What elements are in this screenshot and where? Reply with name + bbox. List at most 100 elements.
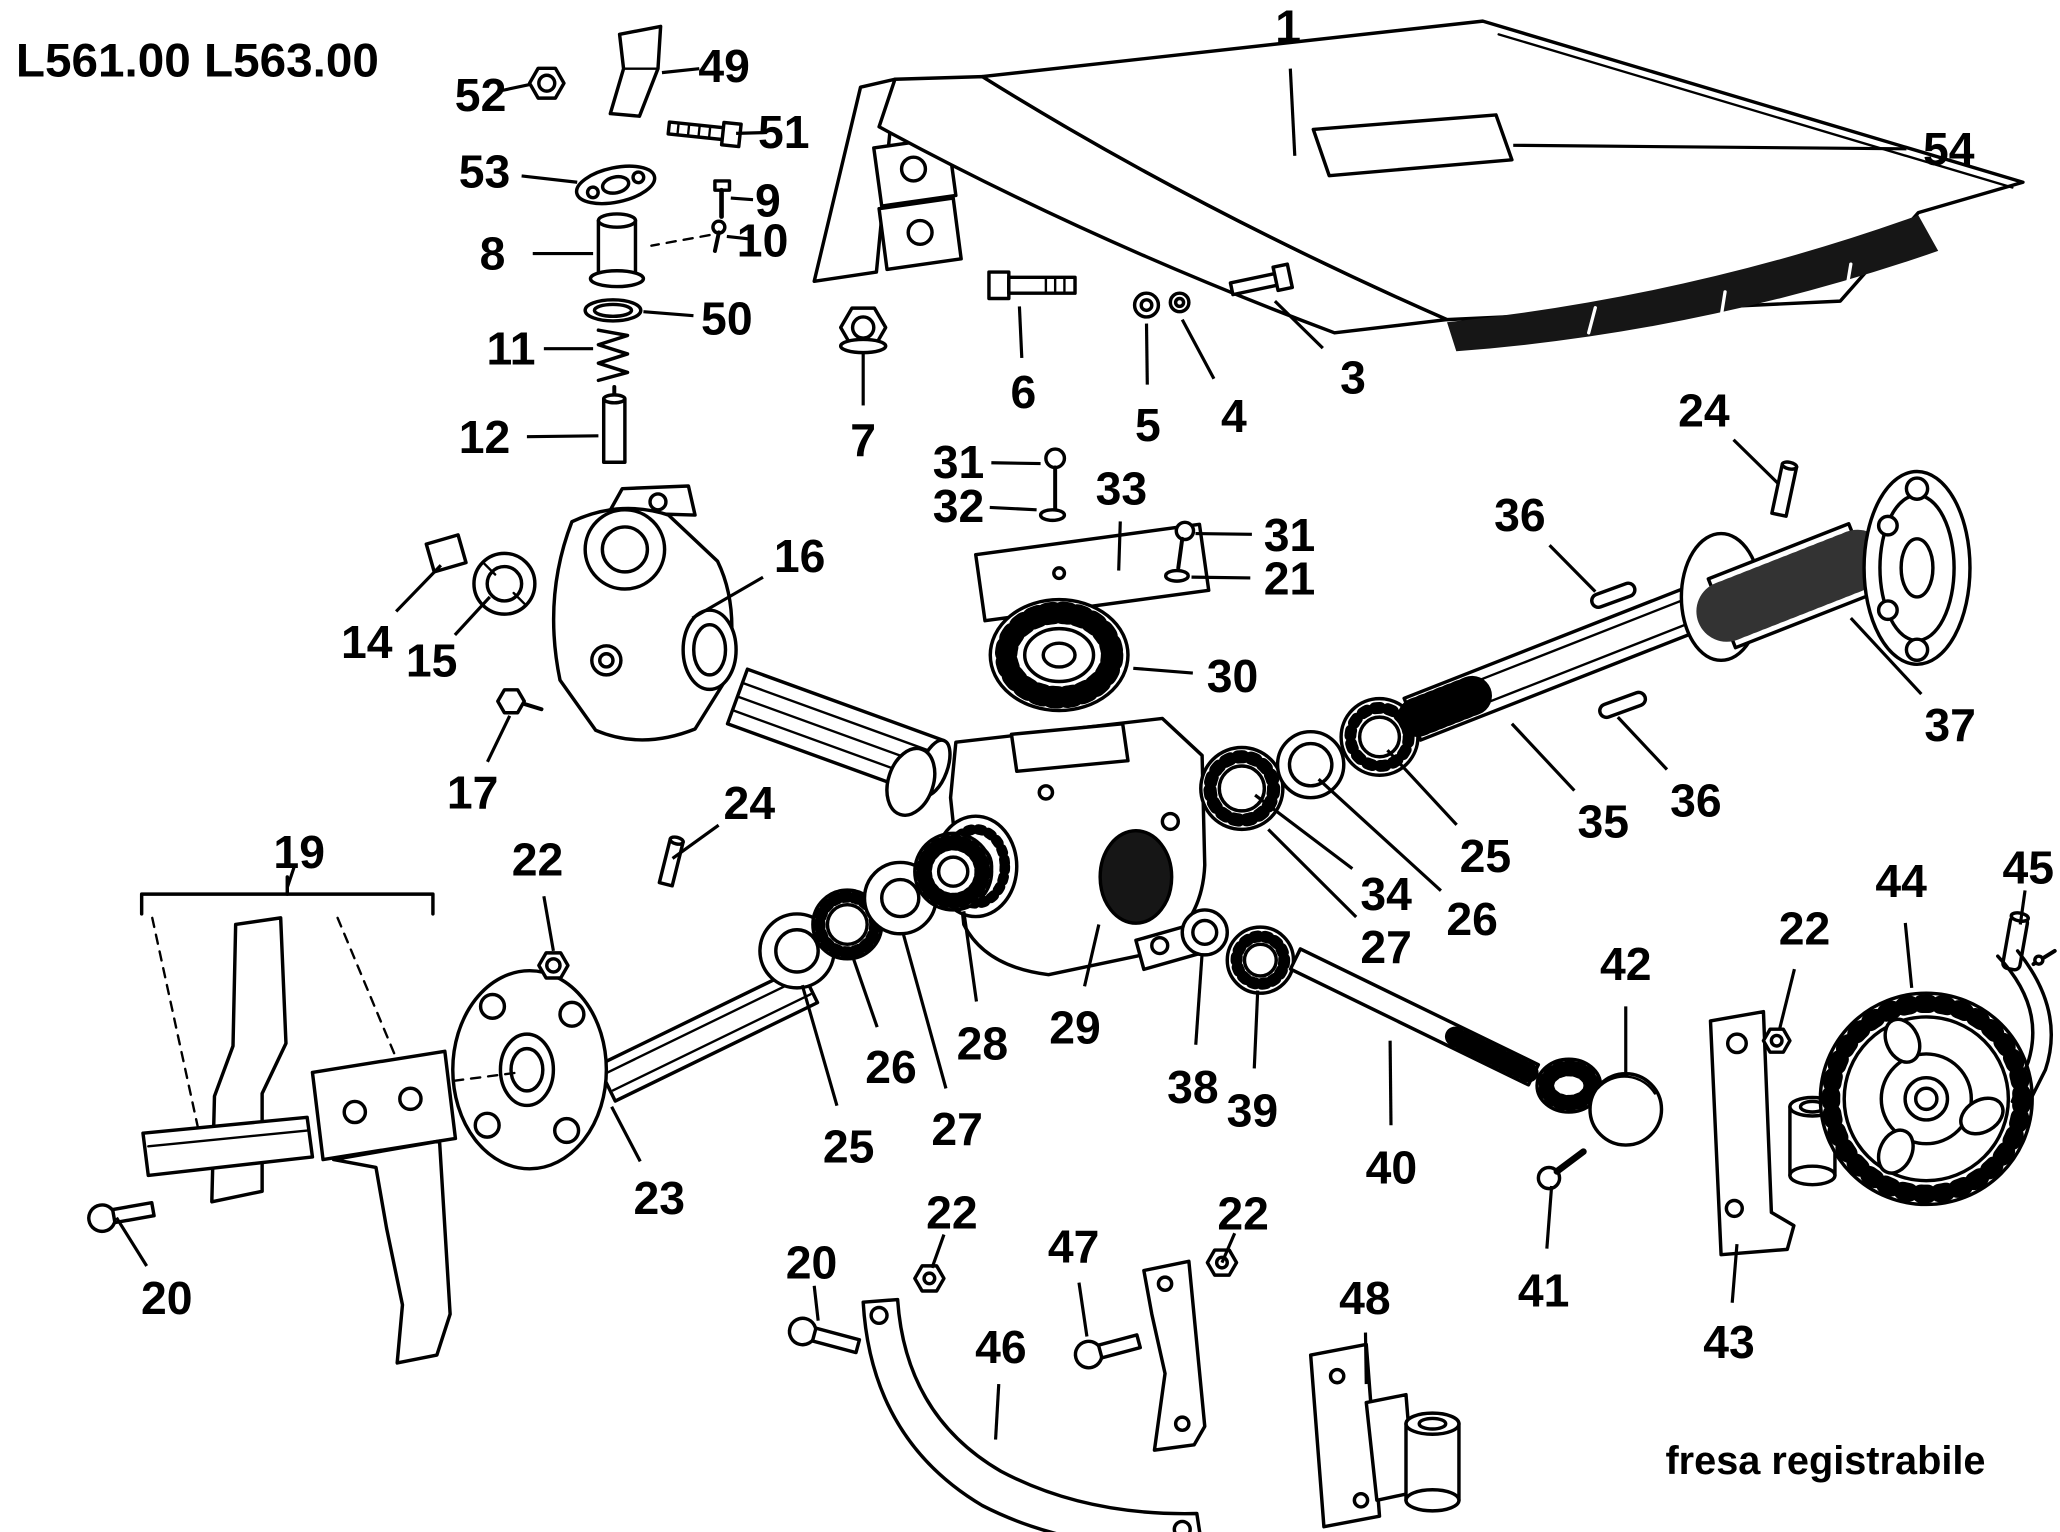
callout-7: 7 [850, 353, 876, 466]
bolt-47 [1073, 1333, 1142, 1370]
leader-line [1545, 1185, 1554, 1249]
callout-number: 28 [957, 1017, 1009, 1069]
callout-8: 8 [480, 228, 594, 280]
right-bearing-stack [1199, 696, 1420, 832]
callout-45: 45 [2002, 842, 2054, 925]
leader-line [1220, 1232, 1237, 1264]
pin-12 [601, 384, 627, 464]
callout-number: 47 [1048, 1221, 1100, 1273]
callout-number: 20 [786, 1237, 838, 1289]
leader-line [1195, 531, 1252, 536]
callout-number: 24 [724, 777, 776, 829]
leader-line [1386, 749, 1458, 826]
screw-3 [1228, 262, 1295, 297]
screw-31-upper [1044, 447, 1067, 512]
leader-line [1388, 1040, 1393, 1126]
screw-10 [711, 219, 727, 253]
leader-line [901, 931, 948, 1089]
callout-number: 36 [1494, 489, 1546, 541]
screw-41 [1536, 1148, 1587, 1191]
callout-5: 5 [1135, 323, 1161, 451]
leader-line [691, 575, 764, 620]
callout-number: 31 [933, 436, 985, 488]
callout-42: 42 [1600, 938, 1652, 1073]
leader-line [962, 911, 979, 1002]
callout-number: 31 [1264, 509, 1316, 561]
leader-line [521, 174, 578, 184]
left-housing-16 [424, 484, 738, 742]
callout-number: 23 [634, 1172, 686, 1224]
callout-number: 26 [865, 1041, 917, 1093]
callout-number: 52 [455, 69, 507, 121]
leader-line [1133, 666, 1193, 675]
leader-line [1777, 968, 1796, 1031]
hub-flange-37 [1862, 469, 1972, 667]
callout-15: 15 [406, 595, 492, 686]
leader-line [930, 1234, 946, 1269]
left-axle-assembly [451, 831, 994, 1171]
callout-number: 34 [1360, 868, 1412, 920]
splined-hub-28 [913, 831, 994, 912]
tiller-blades-19 [87, 875, 521, 1365]
callout-31: 31 [933, 436, 1041, 488]
callout-number: 27 [931, 1103, 983, 1155]
bevel-gear-30 [988, 597, 1130, 713]
wheel-44 [1818, 991, 2034, 1207]
washer-21 [1163, 568, 1190, 583]
callout-27: 27 [901, 931, 983, 1155]
leader-line [1254, 793, 1354, 870]
leader-line [1144, 323, 1149, 385]
callout-number: 37 [1924, 699, 1976, 751]
hood-fasteners [838, 262, 1295, 355]
leader-line [1267, 828, 1358, 919]
pin-24-left [657, 835, 685, 888]
ring-38 [1180, 908, 1229, 957]
caption: fresa registrabile [1665, 1439, 1985, 1483]
callout-47: 47 [1048, 1221, 1100, 1337]
leader-line [1317, 778, 1442, 892]
caster-pin-45 [1996, 911, 2057, 1112]
leader-line [1548, 544, 1597, 593]
leader-line [1363, 1332, 1368, 1385]
callout-number: 54 [1923, 123, 1975, 175]
flange-53 [574, 164, 657, 206]
callout-number: 16 [774, 530, 826, 582]
callout-number: 44 [1875, 855, 1927, 907]
callout-52: 52 [455, 69, 530, 121]
callout-number: 22 [926, 1186, 978, 1238]
strap-47 [1073, 1248, 1239, 1452]
axle-flange-23 [451, 968, 609, 1171]
callout-number: 22 [1217, 1188, 1269, 1240]
callout-number: 36 [1670, 774, 1722, 826]
callout-number: 22 [512, 834, 564, 886]
callout-number: 43 [1703, 1316, 1755, 1368]
hood-part-1 [812, 19, 2025, 352]
callout-48: 48 [1339, 1272, 1391, 1385]
callout-54: 54 [1513, 123, 1975, 175]
callout-number: 27 [1360, 921, 1412, 973]
pin-24-right [1770, 460, 1799, 518]
nut-5 [1132, 291, 1161, 319]
leader-line [1730, 1243, 1739, 1303]
callout-36: 36 [1616, 716, 1722, 826]
callout-number: 48 [1339, 1272, 1391, 1324]
leader-line [736, 131, 765, 135]
callout-number: 40 [1366, 1142, 1418, 1194]
spring-11 [596, 328, 630, 383]
callout-6: 6 [1010, 306, 1036, 418]
callout-number: 32 [933, 480, 985, 532]
curved-support-46 [787, 1264, 1202, 1532]
callout-51: 51 [736, 106, 810, 158]
key-36-lower [1598, 690, 1648, 720]
callout-34: 34 [1254, 793, 1412, 920]
callout-1: 1 [1275, 0, 1301, 156]
leader-line [1849, 617, 1923, 696]
callout-number: 8 [480, 228, 506, 280]
hinge-48 [1308, 1342, 1461, 1529]
right-axle-assembly [1397, 460, 1972, 742]
callout-number: 12 [459, 411, 511, 463]
callout-40: 40 [1366, 1040, 1418, 1194]
key-36-upper [1590, 581, 1637, 609]
leader-line [453, 595, 492, 637]
